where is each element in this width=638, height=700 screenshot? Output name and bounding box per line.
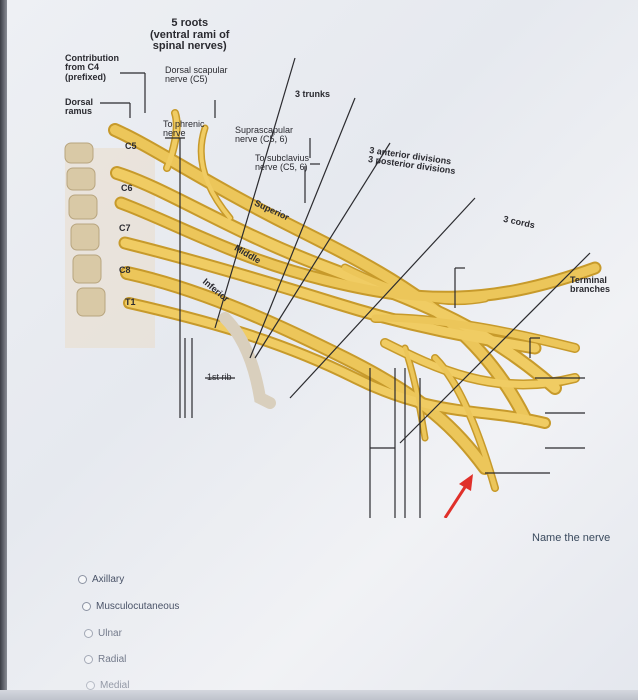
- option-label: Medial: [100, 680, 130, 691]
- option-ulnar[interactable]: Ulnar: [84, 628, 122, 639]
- option-musculocutaneous[interactable]: Musculocutaneous: [82, 601, 179, 612]
- option-label: Radial: [98, 654, 127, 665]
- radio-icon[interactable]: [82, 602, 91, 611]
- terminal-branches-label: Terminal branches: [570, 275, 611, 295]
- suprascapular-line1: Suprascapular: [235, 125, 294, 135]
- to-phrenic-label: To phrenic nerve: [163, 119, 205, 139]
- roots-label: 5 roots (ventral rami of spinal nerves): [150, 17, 230, 53]
- c5-label: C5: [125, 141, 137, 151]
- to-phrenic-line1: To phrenic: [163, 119, 205, 129]
- option-label: Ulnar: [98, 628, 122, 639]
- option-radial[interactable]: Radial: [84, 654, 126, 665]
- to-subclavius-label: To subclavius nerve (C5, 6): [255, 153, 310, 173]
- dorsal-ramus-label: Dorsal ramus: [65, 97, 94, 117]
- nerve-bundle: [108, 109, 602, 492]
- screen-bottom-edge: [0, 690, 638, 700]
- option-axillary[interactable]: Axillary: [78, 574, 124, 585]
- radio-icon[interactable]: [84, 629, 93, 638]
- first-rib-bone: [219, 312, 276, 409]
- dorsal-scapular-line1: Dorsal scapular: [165, 65, 228, 75]
- brachial-plexus-figure: 5 roots (ventral rami of spinal nerves) …: [55, 17, 625, 519]
- t1-label: T1: [125, 297, 136, 307]
- roots-label-line3: spinal nerves): [152, 40, 227, 53]
- c7-label: C7: [119, 223, 131, 233]
- question-prompt: Name the nerve: [532, 532, 611, 544]
- terminal-line1: Terminal: [570, 275, 607, 285]
- option-medial[interactable]: Medial: [86, 680, 129, 691]
- roots-label-line2: (ventral rami of: [150, 28, 230, 41]
- terminal-line2: branches: [570, 284, 611, 295]
- roots-label-line1: 5 roots: [171, 17, 209, 29]
- contribution-line3: (prefixed): [65, 71, 107, 82]
- dorsal-ramus-line2: ramus: [65, 106, 93, 117]
- brachial-plexus-diagram: [64, 57, 602, 519]
- dorsal-scapular-label: Dorsal scapular nerve (C5): [165, 65, 228, 85]
- to-subclavius-line2: nerve (C5, 6): [255, 162, 308, 173]
- suprascapular-line2: nerve (C5, 6): [235, 134, 288, 145]
- suprascapular-label: Suprascapular nerve (C5, 6): [235, 125, 294, 145]
- radio-icon[interactable]: [78, 575, 87, 584]
- first-rib-label: 1st rib: [207, 372, 232, 382]
- option-label: Musculocutaneous: [96, 601, 180, 612]
- to-phrenic-line2: nerve: [163, 128, 186, 139]
- radio-icon[interactable]: [86, 681, 95, 690]
- to-subclavius-line1: To subclavius: [255, 153, 310, 163]
- red-arrow: [443, 474, 473, 519]
- trunks-label: 3 trunks: [295, 89, 331, 99]
- dorsal-scapular-line2: nerve (C5): [165, 74, 208, 85]
- radio-icon[interactable]: [84, 655, 93, 664]
- c6-label: C6: [121, 183, 133, 193]
- contribution-label: Contribution from C4 (prefixed): [65, 53, 119, 82]
- leader-lines: [100, 57, 591, 518]
- screen-edge: [0, 0, 7, 700]
- dorsal-ramus-line1: Dorsal: [65, 97, 94, 107]
- contribution-line2: from C4: [65, 62, 100, 73]
- vertebral-column: [64, 142, 106, 317]
- contribution-line1: Contribution: [65, 53, 119, 63]
- option-label: Axillary: [92, 574, 125, 585]
- c8-label: C8: [119, 265, 131, 275]
